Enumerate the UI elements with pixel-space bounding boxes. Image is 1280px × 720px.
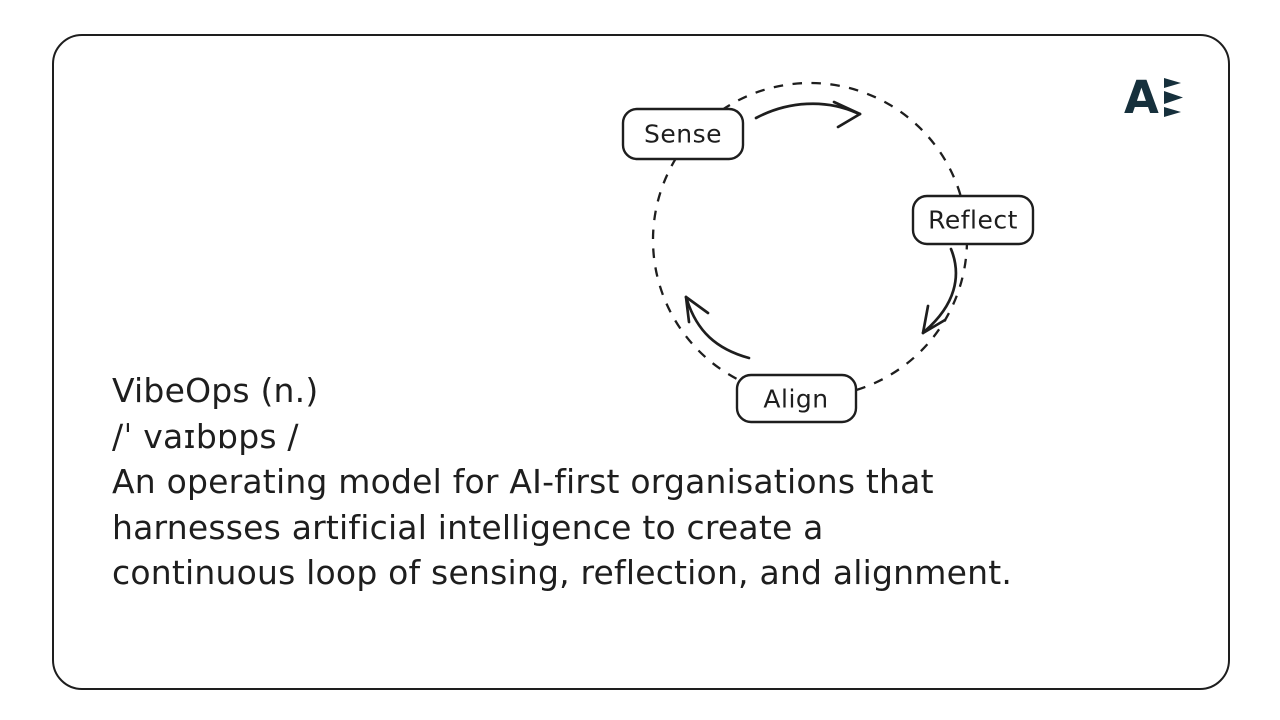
node-label-sense: Sense xyxy=(643,119,723,149)
brand-logo: A xyxy=(1124,71,1184,124)
logo-chevrons-icon xyxy=(1163,78,1183,117)
definition-line-1: An operating model for AI-first organisa… xyxy=(112,462,934,501)
definition-line-2: harnesses artificial intelligence to cre… xyxy=(112,507,824,547)
node-label-align: Align xyxy=(763,384,829,414)
definition-phonetic: /ˈ vaɪbɒps / xyxy=(112,416,299,456)
definition-term: VibeOps (n.) xyxy=(112,371,319,410)
logo-letter-a: A xyxy=(1124,71,1159,124)
definition-block: VibeOps (n.) /ˈ vaɪbɒps / An operating m… xyxy=(112,368,1012,596)
node-label-reflect: Reflect xyxy=(928,205,1018,235)
definition-line-3: continuous loop of sensing, reflection, … xyxy=(112,553,1013,592)
